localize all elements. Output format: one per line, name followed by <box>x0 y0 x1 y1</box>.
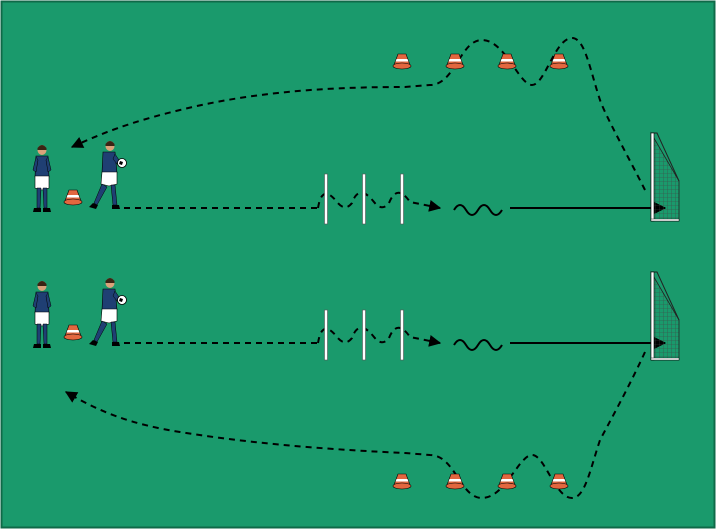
pole-icon <box>400 309 404 361</box>
pole-icon <box>362 309 366 361</box>
pole-icon <box>400 173 404 225</box>
pole-icon <box>324 173 328 225</box>
wavy-dribble-top <box>453 204 503 216</box>
lane-top <box>32 36 680 225</box>
wavy-dribble-bottom <box>453 339 503 351</box>
pole-icon <box>362 173 366 225</box>
lane-bottom <box>32 271 680 500</box>
pole-icon <box>324 309 328 361</box>
return-path-top <box>70 36 646 191</box>
